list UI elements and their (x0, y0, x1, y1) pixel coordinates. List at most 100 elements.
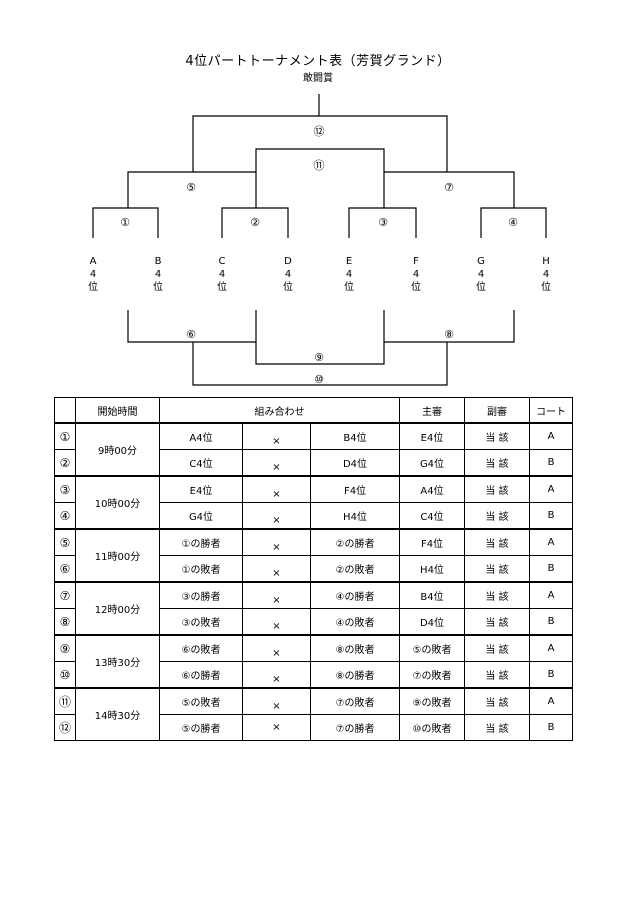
team-f: F 4 位 (408, 255, 424, 294)
vs-mark: × (242, 608, 311, 636)
bracket-line (384, 310, 515, 343)
vs-mark: × (242, 502, 311, 530)
team-rank: 4 (89, 269, 97, 280)
bracket-line (192, 115, 448, 172)
team-b-cell: ⑦の敗者 (310, 687, 400, 715)
vs-mark: × (242, 475, 311, 503)
header-referee: 主審 (399, 397, 465, 424)
bracket-line (127, 310, 256, 343)
header-sub-referee: 副審 (464, 397, 530, 424)
table-row: ⑫ ⑤の勝者 × ⑦の勝者 ⑩の敗者 当 該 B (54, 714, 573, 741)
team-a-cell: C4位 (159, 449, 243, 477)
team-unit: 位 (476, 282, 486, 293)
match-number: ⑦ (54, 581, 76, 609)
team-a-cell: A4位 (159, 422, 243, 450)
team-a-cell: ⑤の敗者 (159, 687, 243, 715)
bracket-line (348, 207, 417, 238)
table-row: ⑨ 13時30分 ⑥の敗者 × ⑧の敗者 ⑤の敗者 当 該 A (54, 634, 573, 689)
team-rank: 4 (412, 269, 420, 280)
team-g: G 4 位 (473, 255, 489, 294)
team-a-cell: ⑤の勝者 (159, 714, 243, 741)
referee-cell: H4位 (399, 555, 465, 583)
team-a-cell: ③の勝者 (159, 581, 243, 609)
court-cell: B (529, 714, 573, 741)
team-unit: 位 (411, 282, 421, 293)
team-unit: 位 (283, 282, 293, 293)
vs-mark: × (242, 714, 311, 741)
table-row: ① 9時00分 A4位 × B4位 E4位 当 該 A (54, 422, 573, 477)
sub-referee-cell: 当 該 (464, 687, 530, 715)
court-cell: B (529, 555, 573, 583)
match-label-12: ⑫ (313, 125, 325, 138)
match-label-10: ⑩ (314, 373, 324, 386)
vs-mark: × (242, 422, 311, 450)
tournament-bracket (92, 94, 547, 386)
match-number: ⑧ (54, 608, 76, 636)
team-a: A 4 位 (85, 255, 101, 294)
match-number: ④ (54, 502, 76, 530)
sub-referee-cell: 当 該 (464, 449, 530, 477)
team-a-cell: G4位 (159, 502, 243, 530)
team-unit: 位 (344, 282, 354, 293)
team-b-cell: ⑧の勝者 (310, 661, 400, 689)
start-time: 10時00分 (75, 475, 160, 530)
sub-referee-cell: 当 該 (464, 714, 530, 741)
team-a-cell: ③の敗者 (159, 608, 243, 636)
team-rank: 4 (218, 269, 226, 280)
match-label-5: ⑤ (186, 181, 196, 194)
team-letter: F (413, 256, 419, 267)
table-header-row: 開始時間 組み合わせ 主審 副審 コート (54, 397, 573, 424)
court-cell: B (529, 449, 573, 477)
court-cell: A (529, 581, 573, 609)
team-unit: 位 (541, 282, 551, 293)
referee-cell: ⑩の敗者 (399, 714, 465, 741)
referee-cell: D4位 (399, 608, 465, 636)
referee-cell: ⑨の敗者 (399, 687, 465, 715)
header-match: 組み合わせ (159, 397, 400, 424)
team-b-cell: ②の勝者 (310, 528, 400, 556)
team-b-cell: B4位 (310, 422, 400, 450)
bracket-line (192, 342, 448, 386)
match-number: ⑤ (54, 528, 76, 556)
vs-mark: × (242, 555, 311, 583)
referee-cell: ⑤の敗者 (399, 634, 465, 662)
match-label-8: ⑧ (444, 328, 454, 341)
header-num (54, 397, 76, 424)
sub-referee-cell: 当 該 (464, 475, 530, 503)
sub-referee-cell: 当 該 (464, 608, 530, 636)
team-b-cell: F4位 (310, 475, 400, 503)
header-court: コート (529, 397, 573, 424)
sub-referee-cell: 当 該 (464, 502, 530, 530)
team-b-cell: ④の敗者 (310, 608, 400, 636)
referee-cell: ⑦の敗者 (399, 661, 465, 689)
team-h: H 4 位 (538, 255, 554, 294)
referee-cell: F4位 (399, 528, 465, 556)
match-number: ① (54, 422, 76, 450)
team-b-cell: H4位 (310, 502, 400, 530)
team-letter: E (345, 256, 353, 267)
match-label-4: ④ (508, 216, 518, 229)
referee-cell: C4位 (399, 502, 465, 530)
team-a-cell: ⑥の勝者 (159, 661, 243, 689)
referee-cell: E4位 (399, 422, 465, 450)
team-letter: H (542, 256, 550, 267)
table-row: ⑤ 11時00分 ①の勝者 × ②の勝者 F4位 当 該 A (54, 528, 573, 583)
page-title: 4位パートトーナメント表（芳賀グランド） (185, 54, 451, 69)
team-letter: B (154, 256, 162, 267)
court-cell: A (529, 528, 573, 556)
header-time: 開始時間 (75, 397, 160, 424)
team-letter: G (477, 256, 485, 267)
team-b-cell: ⑧の敗者 (310, 634, 400, 662)
referee-cell: G4位 (399, 449, 465, 477)
table-row: ⑦ 12時00分 ③の勝者 × ④の勝者 B4位 当 該 A (54, 581, 573, 636)
vs-mark: × (242, 661, 311, 689)
match-number: ⑨ (54, 634, 76, 662)
team-a-cell: ①の勝者 (159, 528, 243, 556)
team-a-cell: E4位 (159, 475, 243, 503)
vs-mark: × (242, 449, 311, 477)
sub-referee-cell: 当 該 (464, 555, 530, 583)
sub-referee-cell: 当 該 (464, 422, 530, 450)
referee-cell: B4位 (399, 581, 465, 609)
sub-referee-cell: 当 該 (464, 528, 530, 556)
match-number: ⑥ (54, 555, 76, 583)
